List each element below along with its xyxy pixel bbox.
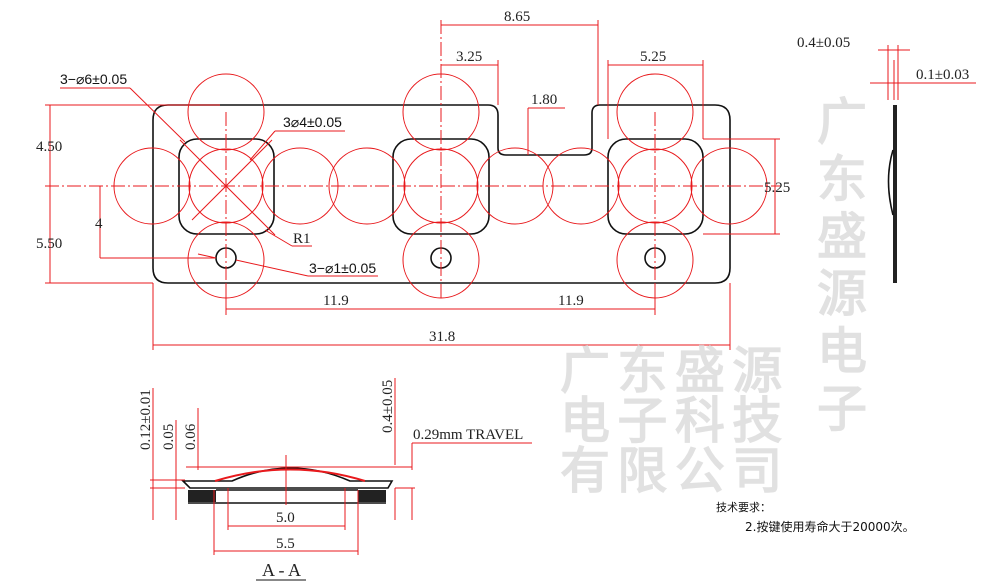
notes-item-2: 2.按键使用寿命大于20000次。 (745, 520, 915, 534)
dim-325: 3.25 (456, 49, 482, 65)
dimension-lines (45, 20, 780, 350)
notes-heading: 技术要求： (716, 501, 771, 514)
dim-180: 1.80 (531, 92, 557, 108)
centerlines (45, 20, 780, 300)
top-view-labels: 3−⌀6±0.05 3⌀4±0.05 R1 3−⌀1±0.05 4.50 5.5… (36, 9, 790, 345)
dim-865: 8.65 (504, 9, 530, 25)
section-view: 0.12±0.01 0.05 0.06 0.4±0.05 0.29mm TRAV… (138, 378, 532, 581)
dim-119-left: 11.9 (323, 293, 349, 309)
dim-side-plate: 0.1±0.03 (916, 67, 969, 83)
watermark-text: 广 东 盛 源 电 子 科 技 有 限 公 司 (560, 342, 783, 500)
dim-119-right: 11.9 (558, 293, 584, 309)
dim-4: 4 (95, 216, 103, 232)
dim-525-top: 5.25 (640, 49, 666, 65)
label-hole-small: 3−⌀1±0.05 (309, 260, 376, 276)
dim-450: 4.50 (36, 139, 62, 155)
dim-side-thickness: 0.4±0.05 (797, 35, 850, 51)
dim-006: 0.06 (183, 423, 199, 450)
label-hole-large: 3−⌀6±0.05 (60, 71, 127, 87)
watermark-text-2: 广 东 盛 源 电 子 (809, 95, 867, 433)
side-view: 0.4±0.05 0.1±0.03 (797, 35, 976, 283)
dim-04: 0.4±0.05 (380, 380, 396, 433)
dim-005: 0.05 (161, 424, 177, 450)
dim-50: 5.0 (276, 510, 295, 526)
label-hole-mid: 3⌀4±0.05 (283, 114, 342, 130)
dim-55: 5.5 (276, 536, 295, 552)
dim-525-right: 5.25 (764, 180, 790, 196)
section-title: A - A (262, 560, 301, 580)
dim-318: 31.8 (429, 329, 455, 345)
label-radius: R1 (293, 231, 311, 247)
dim-550: 5.50 (36, 236, 62, 252)
travel-label: 0.29mm TRAVEL (413, 427, 523, 443)
dim-012: 0.12±0.01 (138, 389, 154, 450)
plate-outline (152, 104, 731, 284)
